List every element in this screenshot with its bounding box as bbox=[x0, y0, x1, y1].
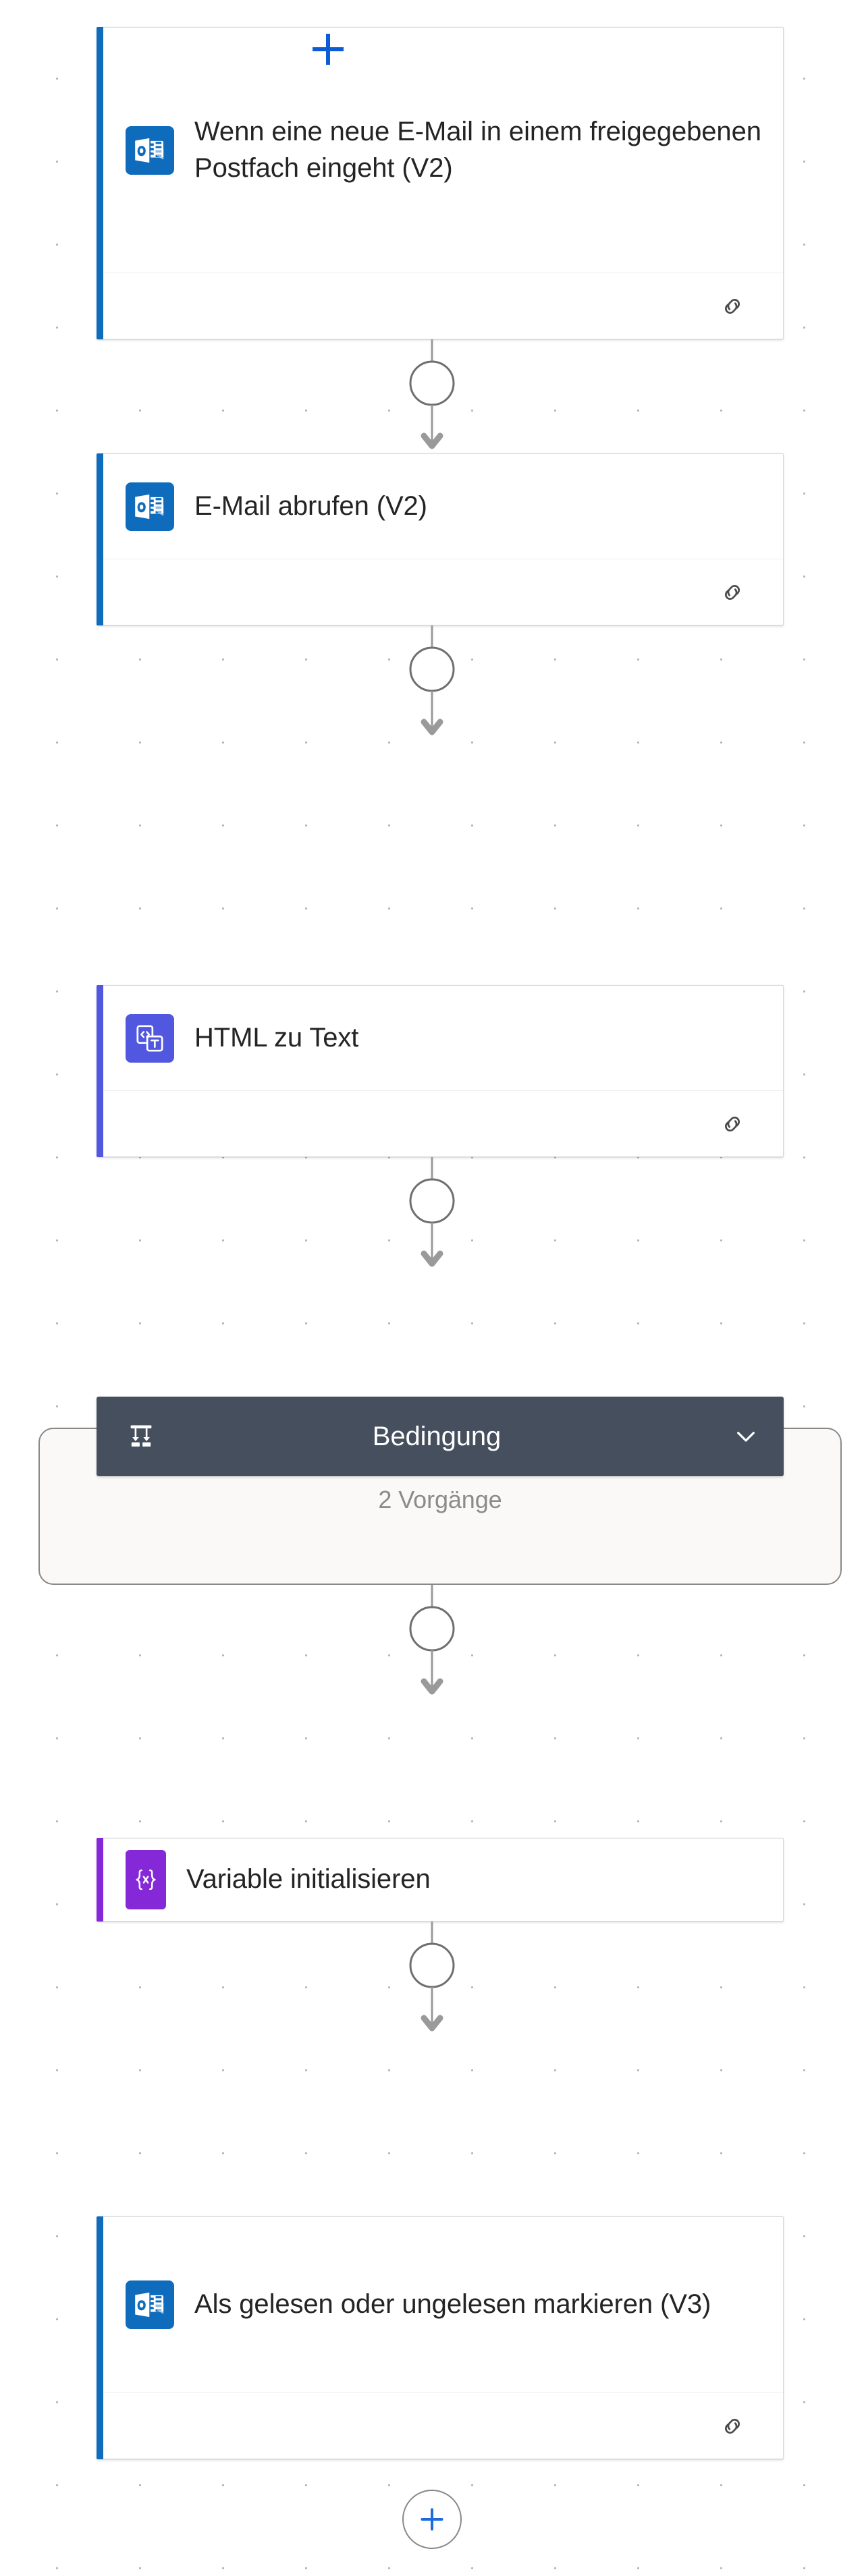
flow-node-trigger-shared-mailbox[interactable]: Wenn eine neue E-Mail in einem freigegeb… bbox=[97, 27, 784, 339]
node-accent-bar bbox=[97, 1838, 103, 1922]
node-body: Variable initialisieren bbox=[97, 1839, 783, 1921]
arrow-down-icon bbox=[421, 2015, 443, 2032]
circle-connector bbox=[409, 360, 455, 406]
circle-connector bbox=[409, 1178, 455, 1224]
connector-2 bbox=[0, 625, 864, 738]
link-icon[interactable] bbox=[720, 580, 745, 605]
scope-title: Bedingung bbox=[372, 1421, 502, 1451]
link-icon[interactable] bbox=[720, 1111, 745, 1137]
node-accent-bar bbox=[97, 453, 103, 625]
node-accent-bar bbox=[97, 985, 103, 1157]
node-body: E-Mail abrufen (V2) bbox=[97, 454, 783, 559]
node-footer bbox=[97, 273, 783, 339]
flow-node-get-email[interactable]: E-Mail abrufen (V2) bbox=[97, 453, 784, 625]
plus-icon bbox=[421, 2508, 443, 2531]
node-title: Wenn eine neue E-Mail in einem freigegeb… bbox=[194, 117, 761, 183]
node-title: Variable initialisieren bbox=[186, 1864, 431, 1895]
circle-connector bbox=[409, 1942, 455, 1988]
arrow-down-icon bbox=[421, 719, 443, 735]
flow-node-initialize-variable[interactable]: Variable initialisieren bbox=[97, 1838, 784, 1922]
outlook-icon bbox=[126, 482, 174, 531]
link-icon[interactable] bbox=[720, 2413, 745, 2439]
node-footer bbox=[97, 559, 783, 625]
node-title: E-Mail abrufen (V2) bbox=[194, 491, 427, 521]
flow-node-html-to-text[interactable]: HTML zu Text bbox=[97, 985, 784, 1157]
connector-5 bbox=[0, 1922, 864, 2034]
circle-connector bbox=[409, 646, 455, 692]
link-icon[interactable] bbox=[720, 293, 745, 319]
scope-header[interactable]: Bedingung bbox=[97, 1397, 784, 1476]
variable-braces-icon bbox=[126, 1850, 166, 1909]
html-to-text-icon bbox=[126, 1013, 174, 1063]
node-body: HTML zu Text bbox=[97, 986, 783, 1090]
connector-1 bbox=[0, 339, 864, 452]
scope-operations-count: 2 Vorgänge bbox=[378, 1486, 502, 1513]
flow-scope-bedingung[interactable]: 2 Vorgänge Bedingung bbox=[38, 1397, 842, 1586]
condition-branch-icon bbox=[124, 1422, 159, 1451]
circle-connector bbox=[409, 1606, 455, 1652]
node-footer bbox=[97, 1090, 783, 1156]
flow-node-mark-read-unread[interactable]: Als gelesen oder ungelesen markieren (V3… bbox=[97, 2216, 784, 2459]
node-body: Wenn eine neue E-Mail in einem freigegeb… bbox=[97, 28, 783, 273]
arrow-down-icon bbox=[421, 1250, 443, 1267]
node-accent-bar bbox=[97, 2216, 103, 2459]
arrow-down-icon bbox=[421, 1678, 443, 1695]
node-accent-bar bbox=[97, 27, 103, 339]
node-footer bbox=[97, 2392, 783, 2459]
chevron-down-icon[interactable] bbox=[728, 1422, 763, 1451]
node-title: HTML zu Text bbox=[194, 1022, 359, 1053]
connector-4 bbox=[0, 1585, 864, 1698]
add-step-button[interactable] bbox=[402, 2490, 462, 2549]
outlook-icon bbox=[126, 125, 174, 175]
node-body: Als gelesen oder ungelesen markieren (V3… bbox=[97, 2217, 783, 2392]
connector-3 bbox=[0, 1157, 864, 1270]
outlook-icon bbox=[126, 2280, 174, 2329]
node-title: Als gelesen oder ungelesen markieren (V3… bbox=[194, 2289, 711, 2320]
arrow-down-icon bbox=[421, 432, 443, 449]
